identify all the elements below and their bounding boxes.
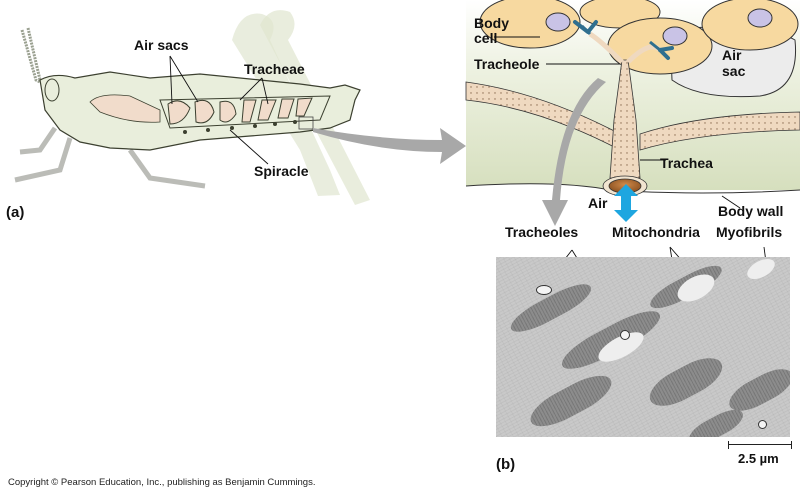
- label-air-sacs: Air sacs: [134, 37, 189, 53]
- eye: [44, 78, 60, 102]
- body-cells: [479, 0, 799, 75]
- scale-bar: [728, 441, 792, 449]
- label-air: Air: [588, 195, 608, 211]
- label-myofibrils: Myofibrils: [716, 224, 783, 240]
- copyright-notice: Copyright © Pearson Education, Inc., pub…: [8, 477, 316, 488]
- tracheal-system-illustration: [465, 0, 800, 226]
- label-trachea: Trachea: [660, 155, 713, 171]
- spiracles: [183, 120, 297, 134]
- label-body-cell-2: cell: [474, 30, 498, 46]
- gut: [89, 94, 161, 123]
- label-spiracle: Spiracle: [254, 163, 309, 179]
- leader-lines-a: [169, 55, 269, 165]
- tracheole-arrow: [542, 78, 606, 226]
- mid-leg: [127, 148, 206, 189]
- trachea-right: [639, 111, 800, 151]
- label-air-sac-2: sac: [722, 63, 746, 79]
- label-tracheoles: Tracheoles: [505, 224, 579, 240]
- label-mitochondria: Mitochondria: [612, 224, 700, 240]
- grasshopper-illustration: [14, 10, 370, 206]
- label-tracheae: Tracheae: [244, 61, 305, 77]
- panel-b-label: (b): [496, 456, 516, 473]
- zoom-box: [298, 116, 314, 130]
- label-tracheole: Tracheole: [474, 56, 540, 72]
- electron-micrograph: [496, 257, 790, 437]
- scale-bar-label: 2.5 µm: [738, 451, 779, 466]
- air-sac-network: [159, 95, 331, 129]
- air-arrow: [614, 184, 638, 222]
- label-air-sac-1: Air: [722, 47, 742, 63]
- antenna: [20, 27, 42, 84]
- panel-a-label: (a): [6, 204, 25, 221]
- label-body-cell-1: Body: [474, 15, 509, 31]
- front-leg: [14, 126, 73, 183]
- label-body-wall: Body wall: [718, 203, 784, 219]
- connector-arrow: [313, 128, 466, 164]
